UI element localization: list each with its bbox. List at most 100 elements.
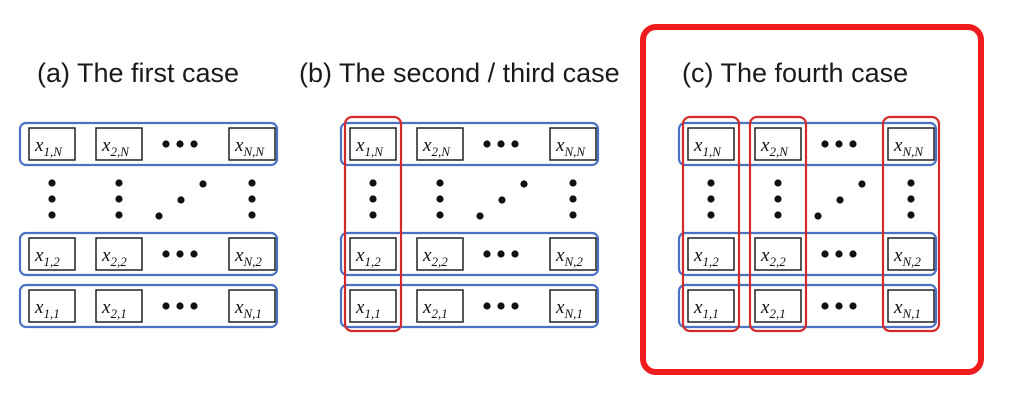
cell-N-2 [228,237,276,271]
cell-2-N [416,127,464,161]
cell-1-1 [28,289,76,323]
h-ellipsis-dot [821,140,829,148]
h-ellipsis-dot [849,140,857,148]
v-ellipsis-dot [248,211,256,219]
h-ellipsis-dot [162,250,170,258]
cell-2-N [95,127,143,161]
h-ellipsis-dot [190,302,198,310]
h-ellipsis-dot [835,250,843,258]
column-group-2 [748,115,808,333]
cell-2-2 [754,237,802,271]
h-ellipsis-dot [511,140,519,148]
cell-2-N-label: x2,N [101,135,130,159]
v-ellipsis-dot [48,179,56,187]
panel-a-title: (a) The first case [37,58,239,88]
h-ellipsis-dot [849,250,857,258]
cell-1-2 [687,237,735,271]
v-ellipsis-dot [907,195,915,203]
h-ellipsis-dot [190,250,198,258]
v-ellipsis-dot [436,195,444,203]
diag-ellipsis-dot [199,180,207,188]
panel-c-title: (c) The fourth case [682,58,908,88]
cell-2-1 [416,289,464,323]
cell-2-1 [754,289,802,323]
v-ellipsis-dot [907,179,915,187]
h-ellipsis-dot [176,302,184,310]
diag-ellipsis-dot [476,212,484,220]
v-ellipsis-dot [707,195,715,203]
v-ellipsis-dot [115,179,123,187]
h-ellipsis-dot [483,250,491,258]
cell-N-N [887,127,935,161]
cell-1-2 [28,237,76,271]
h-ellipsis-dot [497,302,505,310]
column-group-1 [681,115,741,333]
v-ellipsis-dot [569,195,577,203]
row-group-1 [339,283,600,329]
h-ellipsis-dot [835,140,843,148]
v-ellipsis-dot [248,195,256,203]
h-ellipsis-dot [483,302,491,310]
cell-2-2 [416,237,464,271]
v-ellipsis-dot [369,211,377,219]
h-ellipsis-dot [497,140,505,148]
cell-1-N [687,127,735,161]
diag-ellipsis-dot [836,196,844,204]
v-ellipsis-dot [907,211,915,219]
v-ellipsis-dot [369,179,377,187]
cell-N-1 [887,289,935,323]
diag-ellipsis-dot [814,212,822,220]
h-ellipsis-dot [162,140,170,148]
v-ellipsis-dot [707,211,715,219]
h-ellipsis-dot [483,140,491,148]
row-group-N [18,121,279,167]
diag-ellipsis-dot [155,212,163,220]
cell-1-2 [349,237,397,271]
cell-2-1 [95,289,143,323]
cell-N-1 [549,289,597,323]
cell-1-1 [349,289,397,323]
row-group-N [339,121,600,167]
v-ellipsis-dot [115,211,123,219]
v-ellipsis-dot [774,211,782,219]
h-ellipsis-dot [821,302,829,310]
cell-N-N [228,127,276,161]
cell-1-N [349,127,397,161]
cell-N-2 [887,237,935,271]
cell-2-2 [95,237,143,271]
cell-1-1 [687,289,735,323]
cell-1-N [28,127,76,161]
panel-c-highlight-frame [640,24,984,375]
v-ellipsis-dot [569,179,577,187]
cell-N-1 [228,289,276,323]
v-ellipsis-dot [569,211,577,219]
h-ellipsis-dot [497,250,505,258]
diag-ellipsis-dot [520,180,528,188]
v-ellipsis-dot [774,195,782,203]
column-group-N [881,115,941,333]
row-group-2 [18,231,279,277]
v-ellipsis-dot [436,211,444,219]
v-ellipsis-dot [48,211,56,219]
row-group-N [677,121,938,167]
h-ellipsis-dot [176,250,184,258]
h-ellipsis-dot [162,302,170,310]
diag-ellipsis-dot [498,196,506,204]
h-ellipsis-dot [821,250,829,258]
cell-2-N [754,127,802,161]
h-ellipsis-dot [190,140,198,148]
h-ellipsis-dot [849,302,857,310]
v-ellipsis-dot [48,195,56,203]
diag-ellipsis-dot [177,196,185,204]
h-ellipsis-dot [176,140,184,148]
v-ellipsis-dot [248,179,256,187]
h-ellipsis-dot [511,302,519,310]
h-ellipsis-dot [835,302,843,310]
cell-N-2 [549,237,597,271]
v-ellipsis-dot [115,195,123,203]
row-group-1 [18,283,279,329]
v-ellipsis-dot [774,179,782,187]
